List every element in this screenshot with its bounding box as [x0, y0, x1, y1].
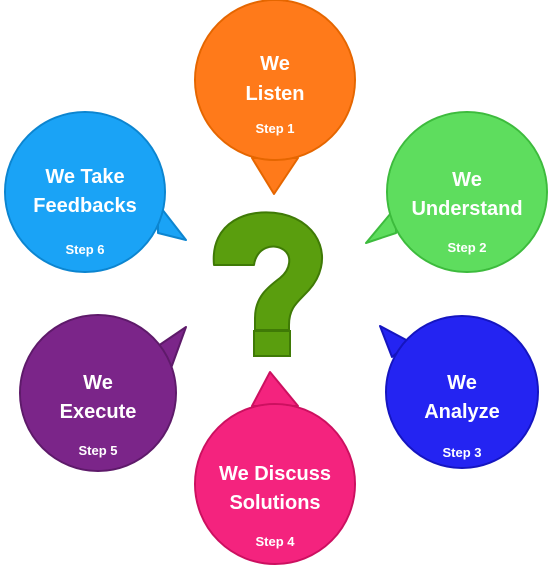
step-3-bubble-fill: [387, 317, 537, 467]
step-6-title-line1: We Take: [45, 166, 124, 188]
step-3-title-line2: Analyze: [424, 401, 500, 423]
question-mark-icon: [212, 211, 324, 357]
step-6-label: Step 6: [65, 242, 104, 257]
step-2-title-line1: We: [452, 169, 482, 191]
step-1-title-line1: We: [260, 53, 290, 75]
step-4-title-line1: We Discuss: [219, 463, 331, 485]
step-1-title-line2: Listen: [246, 83, 305, 105]
step-4-label: Step 4: [255, 534, 295, 549]
step-1-label: Step 1: [255, 121, 294, 136]
step-1-bubble-tail: [251, 157, 299, 195]
step-5-bubble-fill: [21, 316, 175, 470]
step-5-label: Step 5: [78, 443, 117, 458]
step-2-label: Step 2: [447, 240, 486, 255]
step-6-bubble-fill: [6, 113, 164, 271]
step-4-bubble-tail: [251, 371, 299, 407]
step-1-bubble-fill: [196, 1, 354, 159]
step-2-title-line2: Understand: [411, 198, 522, 220]
step-5-title-line1: We: [83, 372, 113, 394]
step-3-title-line1: We: [447, 372, 477, 394]
step-4-title-line2: Solutions: [229, 492, 320, 514]
step-2-bubble-fill: [388, 113, 546, 271]
step-4-bubble-fill: [196, 405, 354, 563]
step-5-title-line2: Execute: [60, 401, 137, 423]
step-6-title-line2: Feedbacks: [33, 195, 136, 217]
step-3-label: Step 3: [442, 445, 481, 460]
